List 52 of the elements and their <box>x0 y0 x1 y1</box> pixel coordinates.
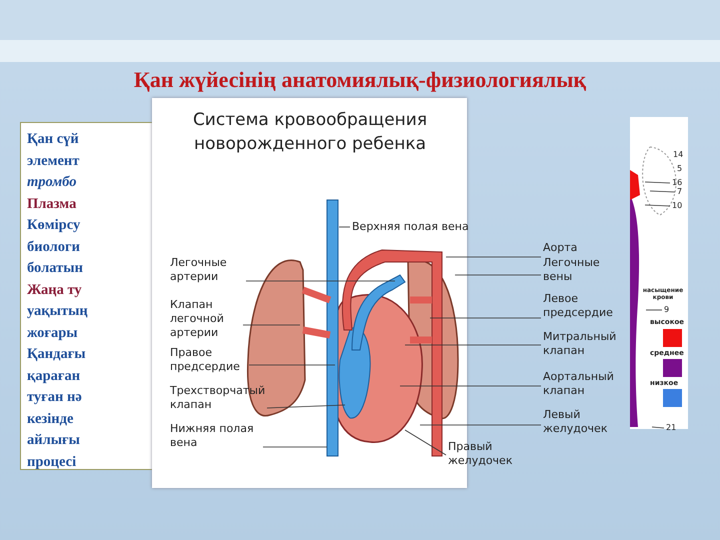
text-line: болатын <box>27 259 84 278</box>
part-label: Легочные артерии <box>170 256 245 284</box>
text-line: қараған <box>27 366 82 386</box>
callout-number: 10 <box>672 200 688 211</box>
part-label: Аортальный клапан <box>543 370 633 398</box>
slide-title: Қан жүйесінің анатомиялық-физиологиялық <box>132 66 588 94</box>
text-line: Қандағы <box>27 345 87 364</box>
part-label: Левый желудочек <box>543 408 625 436</box>
text-line: Көмірсу <box>27 216 82 235</box>
part-label: Верхняя полая вена <box>352 220 469 234</box>
text-line: процесі <box>27 452 78 469</box>
leader-line <box>262 446 328 448</box>
callout-number: 7 <box>677 186 687 197</box>
text-line: Қан сүй <box>27 130 80 149</box>
leader-line <box>266 404 346 408</box>
text-line: биологи <box>27 238 81 256</box>
callout-number: 14 <box>673 150 684 160</box>
callout-number: 21 <box>666 422 682 433</box>
leader-line <box>420 424 542 426</box>
text-line: туған нә <box>27 388 83 407</box>
leader-line <box>338 226 350 228</box>
leader-line <box>404 344 542 346</box>
callout-number: 16 <box>672 177 688 188</box>
text-line: тромбо <box>27 173 78 192</box>
leader-line <box>446 256 542 258</box>
part-label: Правое предсердие <box>170 346 248 374</box>
part-label: Правый желудочек <box>448 440 538 468</box>
part-label: Легочные вены <box>543 256 618 284</box>
leader-line <box>650 190 676 192</box>
part-label: Аорта <box>543 241 603 255</box>
callout-number: 9 <box>664 304 676 315</box>
leader-line <box>454 274 542 276</box>
text-line: уақытың <box>27 302 89 321</box>
callout-number: 5 <box>677 164 682 174</box>
card-title: Система кровообращения новорожденного ребенка <box>192 109 428 156</box>
text-line: элемент <box>27 152 80 170</box>
leader-line <box>404 430 446 456</box>
text-line: Жаңа ту <box>27 280 83 300</box>
text-line: жоғары <box>27 324 79 342</box>
text-line: айлығы <box>27 431 81 450</box>
leader-line <box>644 182 670 184</box>
part-label: Митральный клапан <box>543 330 633 358</box>
leader-line <box>246 280 396 282</box>
leader-line <box>248 364 336 366</box>
leader-line <box>644 204 670 206</box>
text-line: Плазма <box>27 194 78 214</box>
text-line: кезінде <box>27 410 74 428</box>
part-label: Левое предсердие <box>543 292 623 320</box>
circulation-figure-picture <box>630 117 688 429</box>
leader-line <box>652 426 664 428</box>
part-label: Клапан легочной артерии <box>170 298 242 340</box>
part-label: Нижняя полая вена <box>170 422 262 450</box>
